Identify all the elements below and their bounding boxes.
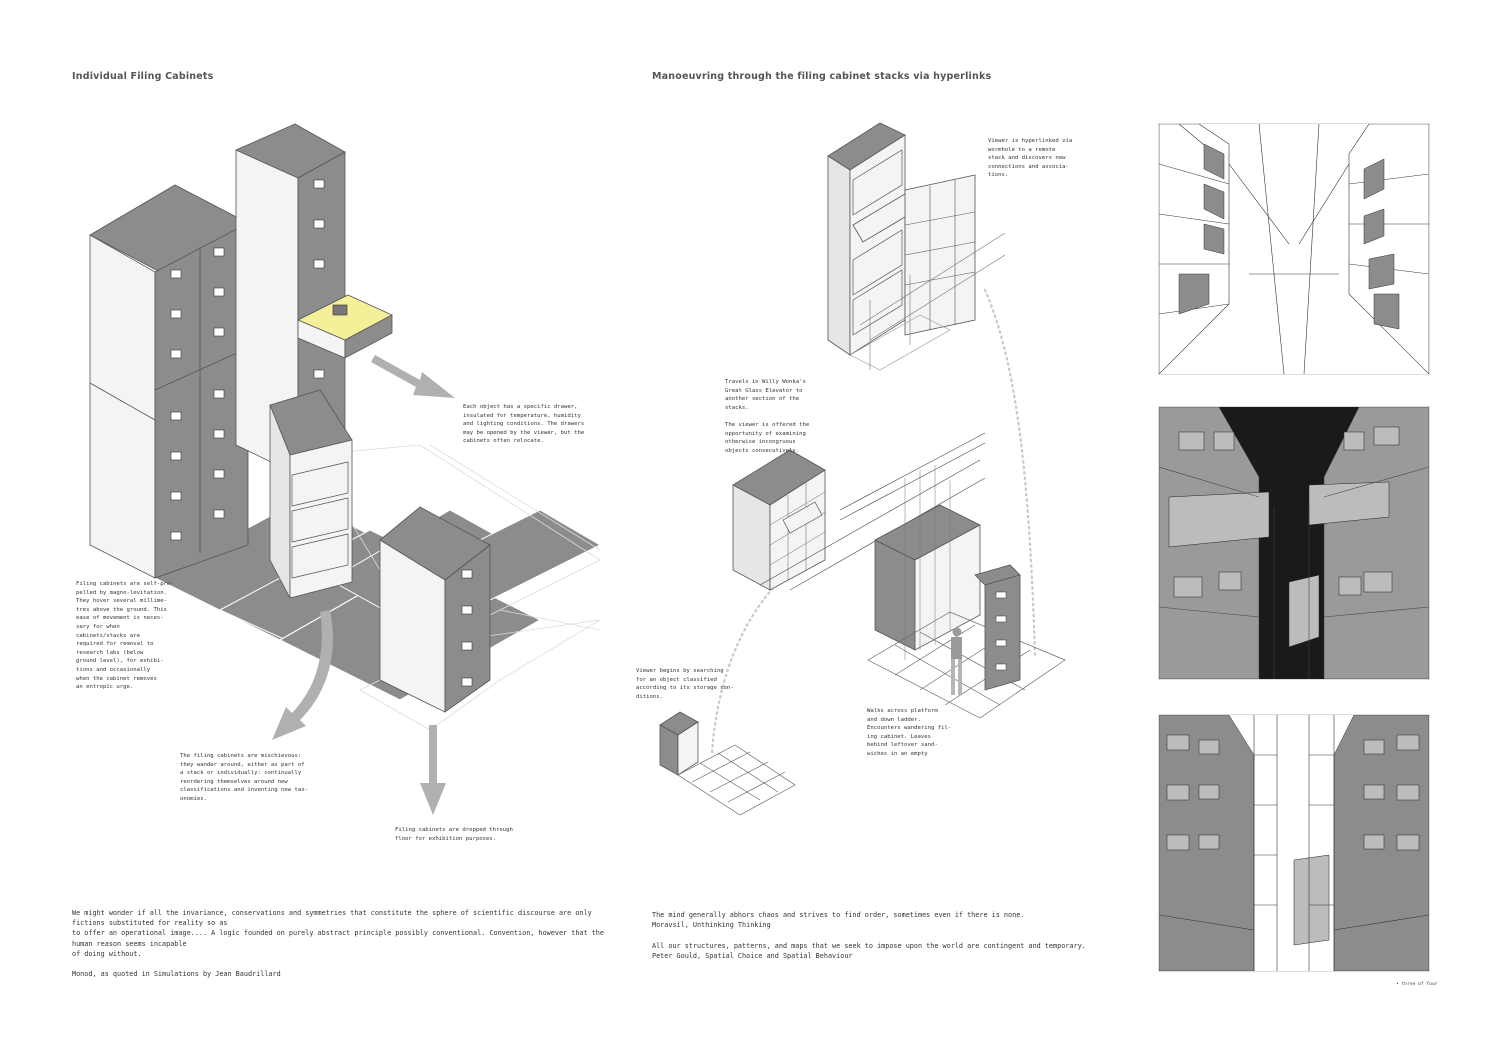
annotation-elevator: Travels in Willy Wonka's Great Glass Ele… [725,379,810,454]
perspective-panel-3 [1158,714,1430,972]
annotation-walks: Walks across platform and down ladder. E… [867,708,952,757]
annotation-dropped: Filing cabinets are dropped through floo… [395,827,513,842]
annotation-mischievous: The filing cabinets are mischievous: the… [180,753,308,802]
free-standing-cabinet [269,389,353,599]
quote-baudrillard: We might wonder if all the invariance, c… [72,909,604,979]
annotation-begins: Viewer begins by searching for an object… [636,668,734,700]
middle-stacks [732,432,1066,719]
quote-gould: The mind generally abhors chaos and stri… [652,911,1086,960]
dropping-cabinet [379,506,491,713]
remote-stack [827,122,1006,371]
heading-individual-filing-cabinets: Individual Filing Cabinets [72,71,214,82]
heading-manoeuvring-stacks: Manoeuvring through the filing cabinet s… [652,71,992,82]
arrows [272,355,455,815]
perspective-panel-2 [1158,406,1430,680]
perspective-panel-1 [1158,123,1430,375]
tall-cabinet-stack [89,184,249,579]
annotation-propulsion: Filing cabinets are self-pro- pelled by … [76,581,174,691]
page-number: • three of four [1396,982,1438,987]
annotation-hyperlinked: Viewer is hyperlinked via wormhole to a … [988,138,1073,179]
annotation-drawer: Each object has a specific drawer, insul… [463,404,585,445]
starting-cabinet [659,711,796,816]
viewer-figure [951,627,962,695]
